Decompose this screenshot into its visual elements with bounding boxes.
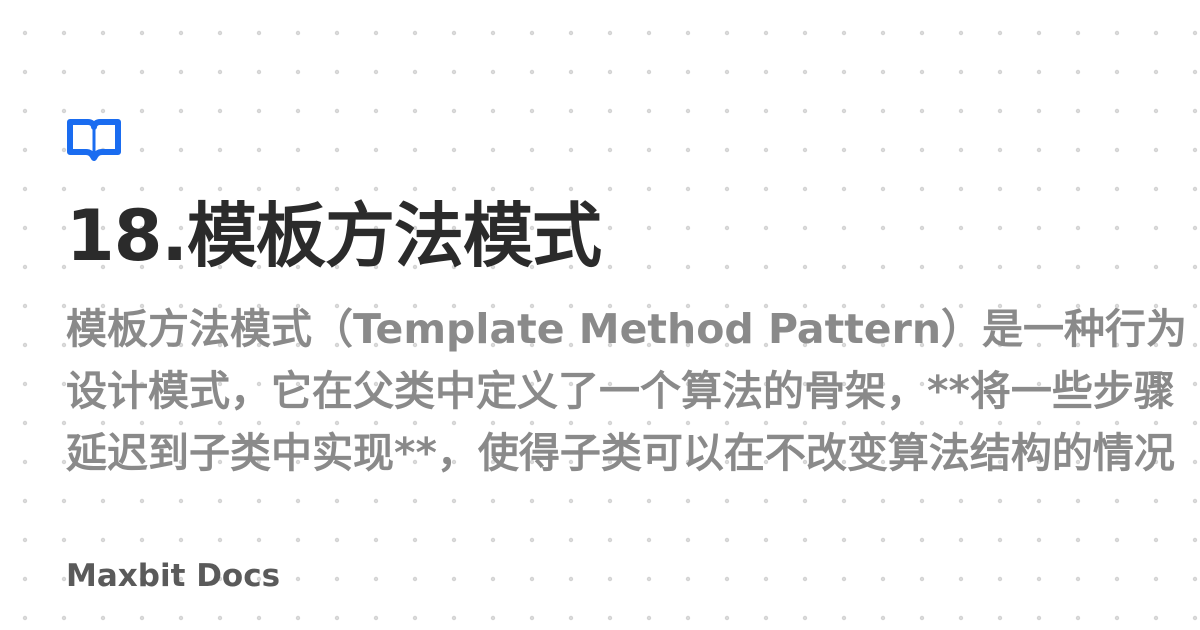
open-book-icon [67,119,121,161]
page-description: 模板方法模式（Template Method Pattern）是一种行为设计模式… [66,305,1188,477]
site-name: Maxbit Docs [66,558,281,594]
page-title: 18.模板方法模式 [66,195,602,277]
preview-card: 18.模板方法模式 模板方法模式（Template Method Pattern… [66,118,1200,484]
